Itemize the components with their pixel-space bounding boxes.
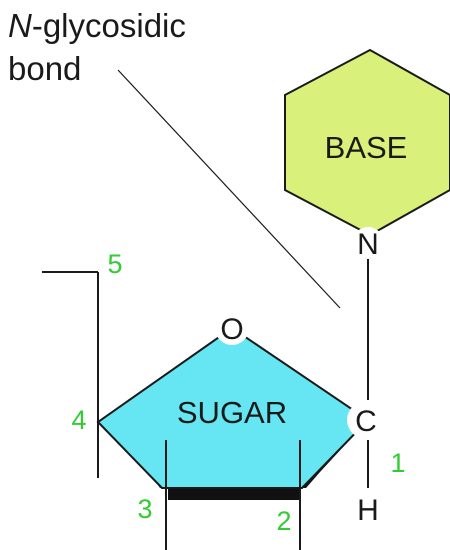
carbon-number-3: 3 <box>137 494 152 524</box>
annotation-line-2: bond <box>8 50 81 87</box>
annotation-line-1-rest: -glycosidic <box>32 7 186 44</box>
carbon-number-1: 1 <box>390 448 405 478</box>
oxygen-label: O <box>220 313 243 346</box>
base-label: BASE <box>325 130 408 165</box>
base-hexagon <box>284 48 450 237</box>
glycosidic-pointer-line <box>117 69 341 309</box>
nitrogen-label: N <box>357 228 379 261</box>
carbon-label: C <box>355 405 377 438</box>
hydrogen-label: H <box>357 494 379 527</box>
annotation-line-1: N-glycosidic <box>8 7 186 44</box>
carbon-number-5: 5 <box>107 249 122 279</box>
oxygen-atom <box>215 311 249 345</box>
carbon-atom <box>347 401 385 439</box>
sugar-label: SUGAR <box>177 395 287 430</box>
annotation-italic-n: N <box>8 7 32 44</box>
nitrogen-atom <box>352 227 384 259</box>
carbon-number-2: 2 <box>276 506 291 536</box>
carbon-number-4: 4 <box>71 405 86 435</box>
